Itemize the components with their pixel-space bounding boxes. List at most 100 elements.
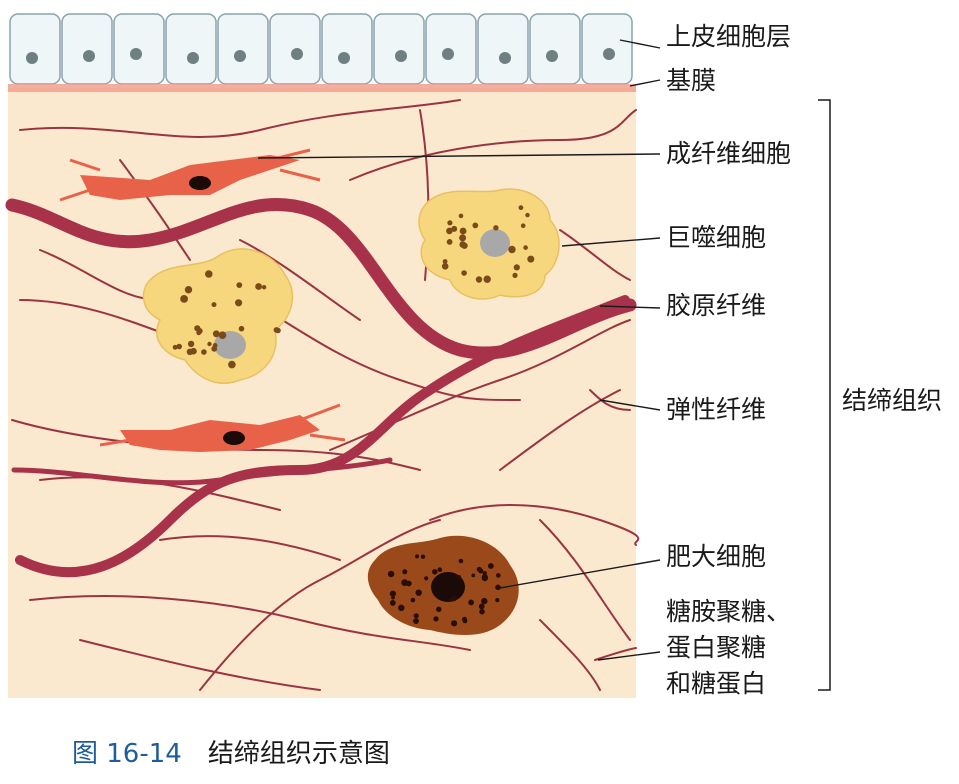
basement-membrane (8, 84, 636, 92)
granule (523, 245, 528, 250)
leader-collagen (599, 305, 661, 309)
epithelial-cell (269, 13, 321, 85)
granule (451, 620, 458, 627)
leader-macrophage (561, 237, 661, 247)
granule (508, 245, 516, 254)
granule (527, 255, 535, 263)
granule (441, 263, 449, 270)
elastic-fiber (594, 647, 637, 661)
epithelial-cell (425, 13, 477, 85)
epithelial-cell (529, 13, 581, 85)
granule (442, 259, 448, 264)
epithelial-cell (477, 13, 529, 85)
granule (462, 618, 468, 624)
label-mast-cell: 肥大细胞 (666, 542, 767, 571)
macrophage (418, 188, 560, 300)
granule (389, 600, 396, 606)
granule (468, 599, 474, 606)
elastic-fiber (29, 595, 471, 651)
granule (238, 325, 245, 332)
collagen-fiber (11, 457, 393, 486)
elastic-fiber (249, 299, 521, 401)
label-ground-substance-line1: 糖胺聚糖、 (666, 597, 792, 626)
leader-mast (499, 559, 661, 589)
granule (212, 343, 218, 348)
label-ground-substance-line2: 蛋白聚糖 (666, 633, 767, 662)
granule (196, 330, 202, 336)
granule (525, 212, 530, 218)
granule (520, 223, 526, 228)
granule (218, 331, 227, 340)
elastic-fiber (539, 619, 601, 691)
granule (261, 285, 267, 290)
leader-ground (597, 651, 661, 661)
granule (410, 597, 416, 603)
epithelial-cell (217, 13, 269, 85)
granule (458, 558, 464, 564)
leader-fibroblast (257, 153, 661, 159)
granule (180, 295, 189, 303)
granule (447, 220, 453, 226)
elastic-fiber (79, 639, 321, 691)
elastic-fiber (349, 109, 637, 181)
granule (205, 270, 213, 278)
elastic-fiber (589, 389, 631, 411)
granule (207, 341, 212, 347)
granule (273, 327, 280, 333)
label-collagen-fiber: 胶原纤维 (666, 291, 767, 320)
granule (235, 299, 243, 307)
granule (512, 272, 518, 278)
epithelium-layer (9, 13, 633, 85)
granule (451, 225, 458, 232)
granule (389, 590, 396, 597)
elastic-fiber (499, 389, 621, 471)
granule (446, 227, 453, 235)
granule (187, 340, 195, 348)
fibroblast (99, 403, 346, 452)
granule (236, 282, 243, 288)
granule (211, 302, 217, 308)
granule (496, 573, 501, 578)
granule (433, 616, 439, 622)
granule (461, 242, 468, 249)
granule (481, 574, 488, 581)
granule (437, 567, 443, 572)
granule (461, 270, 467, 276)
leader-elastic (599, 399, 661, 411)
elastic-fiber (429, 504, 640, 546)
granule (424, 576, 429, 581)
collagen-fibers (5, 198, 637, 578)
granule (401, 579, 408, 586)
granule (420, 554, 426, 559)
label-epithelium: 上皮细胞层 (666, 22, 792, 51)
caption-number: 图 16-14 (72, 739, 182, 769)
granule (413, 613, 419, 619)
granule (415, 554, 419, 559)
granule (457, 575, 462, 579)
label-ground-substance-line3: 和糖蛋白 (666, 669, 767, 698)
granule (472, 222, 479, 229)
granule (176, 343, 182, 350)
granule (483, 275, 491, 283)
granule (184, 286, 193, 294)
granule (436, 606, 442, 612)
granule (172, 344, 178, 350)
label-elastic-fiber: 弹性纤维 (666, 395, 767, 424)
epithelial-cell (113, 13, 165, 85)
granule (228, 360, 236, 369)
granule (415, 589, 422, 596)
label-connective-tissue: 结缔组织 (842, 386, 943, 415)
granule (479, 608, 485, 615)
granule (495, 584, 501, 591)
elastic-fiber (539, 519, 631, 641)
granule (495, 598, 500, 603)
fibroblast (59, 148, 321, 202)
elastic-fiber (199, 519, 441, 691)
granule (398, 604, 405, 611)
granule (451, 595, 457, 602)
connective-tissue-bracket (818, 99, 831, 691)
granule (212, 330, 220, 338)
label-basement-membrane: 基膜 (666, 66, 717, 95)
granule (387, 570, 395, 578)
